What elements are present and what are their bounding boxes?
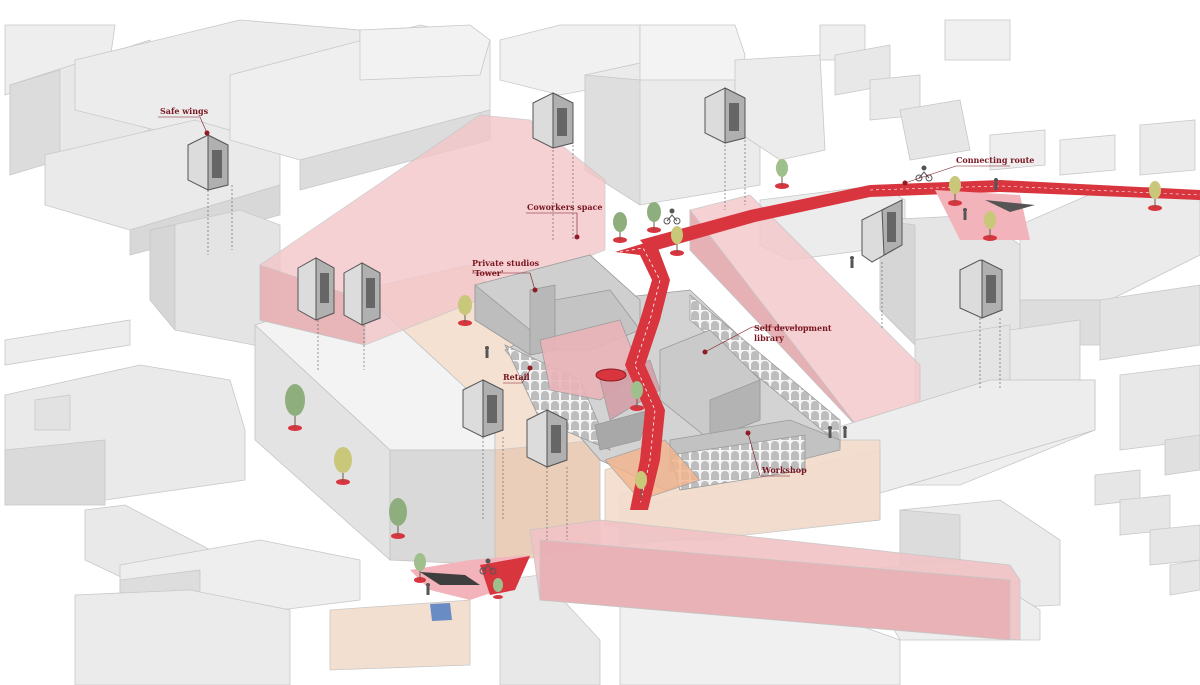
label-workshop: Workshop (761, 465, 807, 475)
tree-icon (647, 202, 661, 233)
house-module-icon (462, 379, 504, 438)
central-complex (474, 254, 841, 501)
marker-dots (204, 130, 908, 436)
marker-dot-icon (902, 180, 908, 186)
cyclist-icon (915, 165, 933, 182)
house-module-icon (343, 262, 381, 326)
marker-dot-icon (745, 430, 751, 436)
tree-icon (948, 176, 962, 206)
tree-icon (613, 212, 627, 243)
marker-dot-icon (527, 365, 533, 371)
pedestrian-icon (485, 346, 489, 358)
house-module-icon (959, 259, 1003, 319)
projection-lines (207, 140, 1001, 540)
pedestrian-icon (850, 256, 854, 268)
tree-icon (983, 211, 997, 241)
house-module-icon (704, 87, 746, 144)
label-library: library (754, 333, 784, 343)
tree-icons (285, 159, 1162, 599)
tree-icon (334, 447, 352, 485)
tree-icon (634, 471, 648, 501)
marker-dot-icon (532, 287, 538, 293)
cyclist-icon (663, 208, 681, 225)
leader-lines (158, 116, 1010, 477)
tree-icon (414, 553, 426, 583)
tree-icon (389, 498, 407, 539)
marker-dot-icon (204, 130, 210, 136)
pedestrian-icon (843, 426, 847, 438)
label-safe-wings: Safe wings (160, 106, 209, 116)
tree-icon (1148, 181, 1162, 211)
tree-icon (493, 578, 503, 599)
tree-icon (775, 159, 789, 189)
label-retail: Retail (503, 372, 530, 382)
house-module-icons (187, 87, 1003, 468)
tree-icon (630, 381, 644, 411)
pedestrian-icon (963, 208, 967, 220)
cyclist-icon (479, 558, 497, 575)
tree-icon (458, 295, 472, 326)
label-coworkers-space: Coworkers space (527, 202, 603, 212)
marker-dot-icon (702, 349, 708, 355)
tree-icon (285, 384, 305, 431)
tree-icon (670, 226, 684, 256)
label-tower: 'Tower' (472, 268, 503, 278)
house-module-icon (532, 92, 574, 149)
pedestrian-icon (828, 426, 832, 438)
labels: Safe wings Coworkers space Private studi… (160, 106, 1034, 475)
house-module-icon (297, 257, 335, 321)
house-module-icon (861, 199, 903, 263)
pedestrian-icon (426, 583, 430, 595)
pedestrian-icon (994, 178, 998, 190)
house-module-icon (526, 409, 568, 468)
house-module-icon (187, 134, 229, 191)
label-self-development: Self development (754, 323, 832, 333)
label-connecting-route: Connecting route (956, 155, 1034, 165)
marker-dot-icon (574, 234, 580, 240)
label-private-studios: Private studios (472, 258, 540, 268)
people (426, 165, 998, 595)
